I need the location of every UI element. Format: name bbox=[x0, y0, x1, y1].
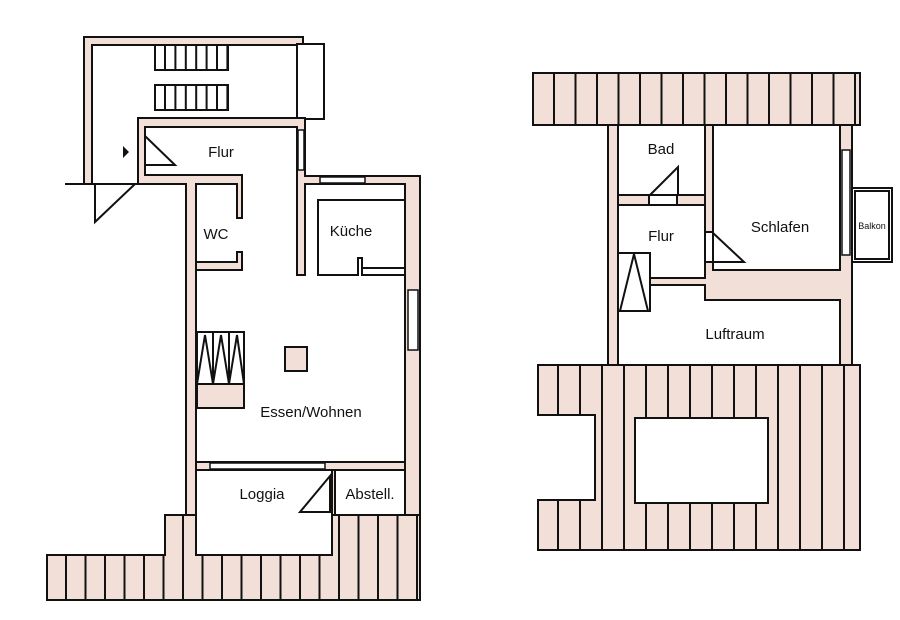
staircase bbox=[83, 36, 325, 185]
window bbox=[209, 462, 326, 470]
window bbox=[841, 149, 851, 256]
upper-bottom-deck bbox=[537, 364, 861, 551]
door bbox=[94, 183, 136, 225]
ground-deck bbox=[46, 514, 421, 601]
window bbox=[319, 176, 366, 184]
room-label-balkon: Balkon bbox=[858, 221, 886, 231]
entry-door bbox=[144, 135, 178, 166]
window bbox=[407, 289, 419, 351]
room-label-kueche: Küche bbox=[330, 223, 373, 240]
window bbox=[297, 129, 305, 171]
room-label-luftraum: Luftraum bbox=[705, 326, 764, 343]
bad-door bbox=[649, 164, 679, 196]
room-label-loggia: Loggia bbox=[239, 486, 285, 503]
upper-floor-plan: Bad Flur Schlafen Balkon Luftraum bbox=[532, 72, 893, 551]
upper-top-deck bbox=[532, 72, 861, 126]
room-label-schlafen: Schlafen bbox=[751, 219, 809, 236]
room-label-wc: WC bbox=[204, 226, 229, 243]
kitchen-counter bbox=[317, 199, 406, 276]
balkon bbox=[851, 187, 893, 263]
entry-arrow-icon bbox=[123, 146, 129, 158]
ground-walls bbox=[65, 117, 421, 516]
interior-stair bbox=[196, 331, 245, 409]
ground-floor-plan: Flur WC Küche Essen/Wohnen Loggia Abstel… bbox=[46, 36, 421, 601]
room-label-essen-wohnen: Essen/Wohnen bbox=[260, 404, 361, 421]
room-label-flur-upper: Flur bbox=[648, 228, 674, 245]
column bbox=[284, 346, 308, 372]
stair-flight bbox=[154, 44, 229, 71]
room-label-bad: Bad bbox=[648, 141, 675, 158]
loggia-door bbox=[297, 473, 331, 513]
room-label-flur: Flur bbox=[208, 144, 234, 161]
schlafen-door bbox=[712, 232, 747, 263]
stair-flight bbox=[154, 84, 229, 111]
room-label-abstell: Abstell. bbox=[345, 486, 394, 503]
